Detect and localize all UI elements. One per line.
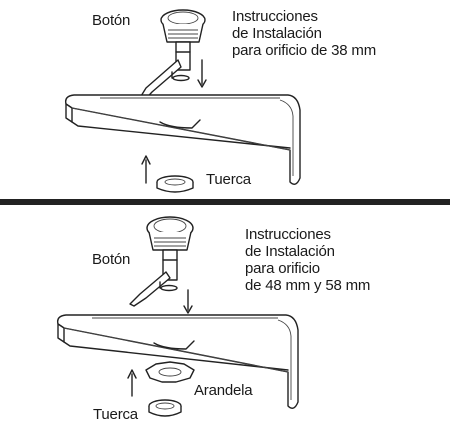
tub-rim-icon — [56, 314, 299, 409]
install-diagram-38mm — [64, 9, 301, 193]
instructions-line-2: de Instalación — [232, 25, 322, 42]
button-label: Botón — [92, 12, 131, 29]
tub-rim-icon — [64, 94, 301, 185]
arrow-up-icon — [127, 369, 137, 397]
arrow-up-icon — [141, 155, 151, 184]
install-diagram-48-58mm — [56, 216, 299, 417]
install-panel-38mm: Botón Instrucciones de Instalación para … — [0, 0, 450, 200]
lever-icon — [129, 271, 178, 307]
push-button-icon — [160, 9, 206, 71]
nut-label: Tuerca — [206, 171, 251, 188]
nut-label: Tuerca — [93, 406, 138, 423]
button-label: Botón — [92, 251, 131, 268]
instructions-line-1: Instrucciones — [245, 226, 331, 243]
washer-label: Arandela — [194, 382, 253, 399]
arrow-down-icon — [197, 59, 207, 88]
instructions-line-1: Instrucciones — [232, 8, 318, 25]
washer-icon — [145, 361, 195, 383]
arrow-down-icon — [183, 289, 193, 314]
instructions-line-3: para orificio — [245, 260, 320, 277]
push-button-icon — [146, 216, 194, 281]
section-divider — [0, 199, 450, 205]
instructions-line-4: de 48 mm y 58 mm — [245, 277, 371, 294]
instructions-line-3: para orificio de 38 mm — [232, 42, 376, 59]
nut-icon — [156, 175, 194, 193]
install-panel-48-58mm: Botón Instrucciones de Instalación para … — [0, 206, 450, 425]
nut-icon — [148, 399, 182, 417]
instructions-line-2: de Instalación — [245, 243, 335, 260]
